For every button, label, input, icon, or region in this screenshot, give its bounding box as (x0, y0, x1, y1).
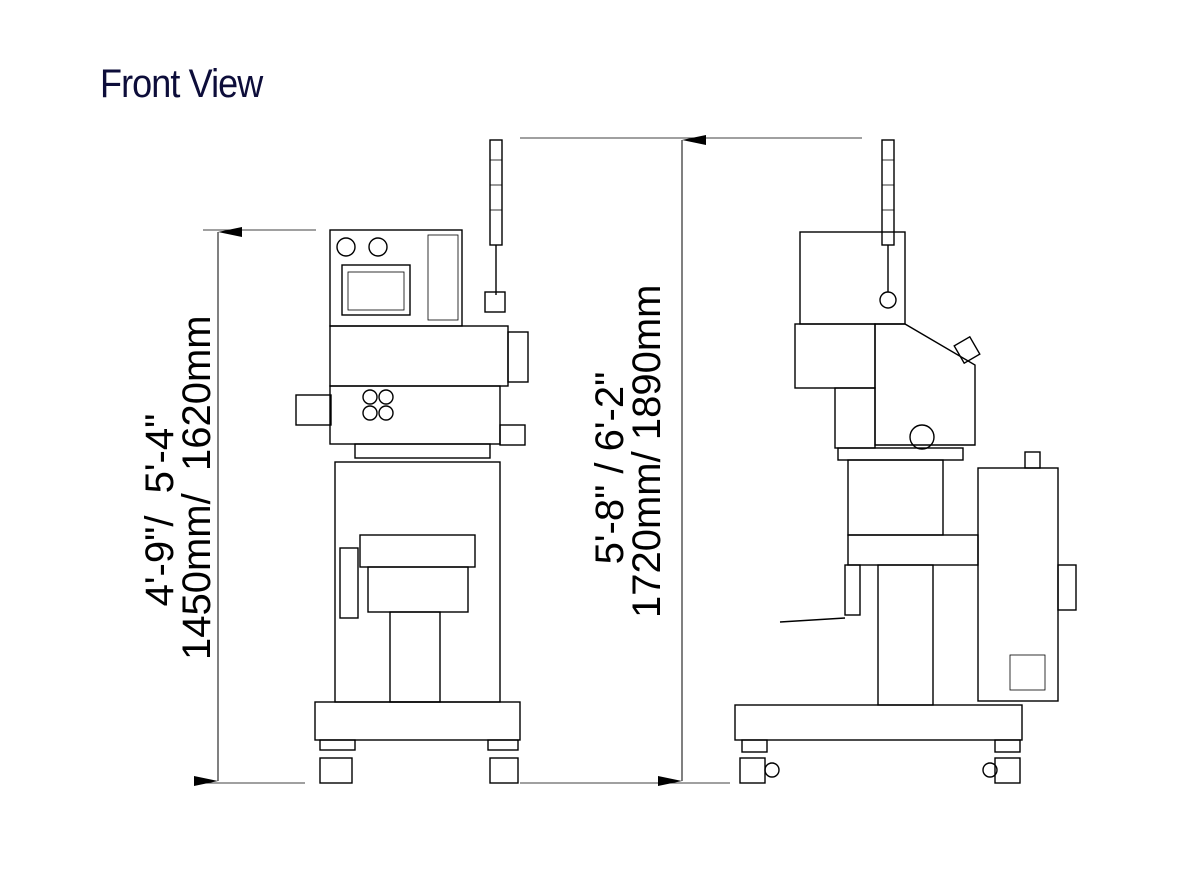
page-title: Front View (100, 62, 263, 106)
dimension-left-metric: 1450mm/ 1620mm (175, 315, 219, 660)
dimension-line-right (520, 135, 862, 786)
dimension-line-left (194, 227, 316, 786)
dimension-right-metric: 1720mm/ 1890mm (625, 284, 669, 618)
machine-side-view (734, 139, 1077, 784)
machine-front-view (295, 139, 529, 784)
dimension-right-imperial: 5'-8" / 6'-2" (588, 371, 632, 565)
dimension-left-imperial: 4'-9"/ 5'-4" (138, 413, 182, 607)
